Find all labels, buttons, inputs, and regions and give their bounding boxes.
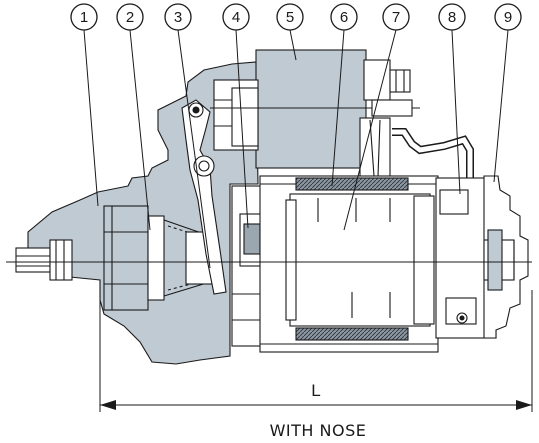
svg-text:6: 6 (340, 9, 348, 26)
dimension-l (99, 290, 533, 412)
dimension-label: L (311, 381, 320, 400)
armature (289, 193, 431, 327)
field-coil-top (295, 177, 409, 191)
svg-text:1: 1 (80, 9, 88, 26)
pinion-shaft (15, 247, 51, 273)
svg-text:9: 9 (504, 9, 512, 26)
svg-text:5: 5 (286, 9, 294, 26)
callout-8: 8 (438, 3, 466, 31)
callout-3: 3 (164, 3, 192, 31)
arrowhead-right (516, 400, 532, 410)
callout-1: 1 (70, 3, 98, 31)
callout-9: 9 (494, 3, 522, 31)
caption: WITH NOSE (270, 421, 367, 440)
solenoid (255, 49, 367, 169)
svg-text:3: 3 (174, 9, 182, 26)
arrowhead-left (100, 400, 116, 410)
callout-2: 2 (116, 3, 144, 31)
svg-text:7: 7 (392, 9, 400, 26)
drive-pinion (103, 205, 149, 311)
callout-7: 7 (382, 3, 410, 31)
field-coil-bottom (295, 327, 409, 341)
starter-drawing (6, 49, 532, 365)
shift-lever (181, 99, 227, 295)
svg-text:4: 4 (232, 9, 240, 26)
svg-text:2: 2 (126, 9, 134, 26)
svg-text:8: 8 (448, 9, 456, 26)
callout-4: 4 (222, 3, 250, 31)
callout-5: 5 (276, 3, 304, 31)
callout-leaders (83, 29, 509, 269)
callout-6: 6 (330, 3, 358, 31)
